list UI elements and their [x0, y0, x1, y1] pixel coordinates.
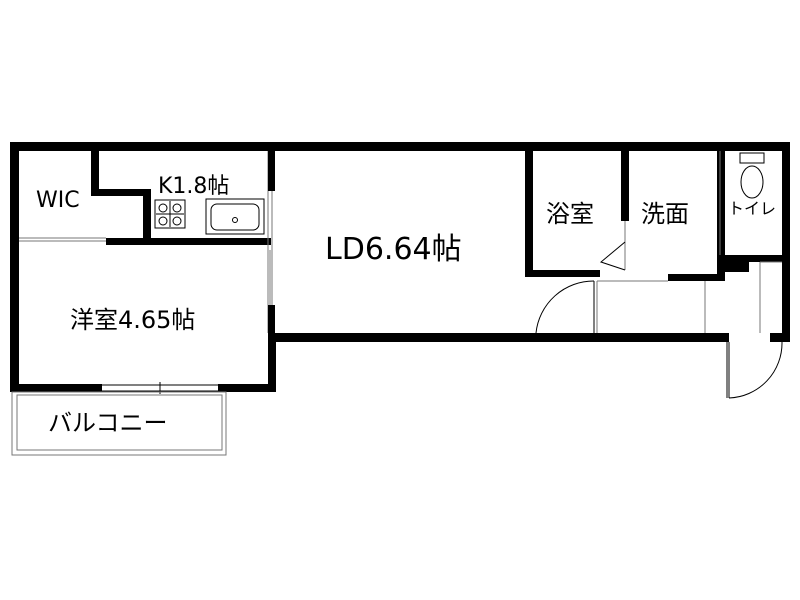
- room-label-kitchen: K1.8帖: [158, 174, 229, 199]
- wall-toilet-bottom: [725, 255, 782, 262]
- bath-door: [599, 241, 626, 271]
- room-label-bath: 浴室: [546, 200, 594, 228]
- interior-walls: [91, 151, 782, 281]
- sink-icon: [205, 198, 265, 235]
- exterior-walls: [10, 142, 790, 392]
- wall-bath-bottom: [525, 270, 600, 277]
- entrance-door: [728, 341, 783, 399]
- hall-door: [535, 280, 595, 334]
- wall-left: [10, 142, 19, 392]
- room-label-western: 洋室4.65帖: [70, 306, 195, 334]
- wall-bath-right: [621, 151, 629, 221]
- wall-right: [782, 142, 790, 342]
- wall-wash-bottom: [668, 274, 725, 281]
- wall-kitchen-left: [143, 189, 151, 245]
- wall-bottom-left: [10, 384, 102, 392]
- wall-step: [268, 333, 276, 392]
- room-label-ld: LD6.64帖: [325, 232, 462, 267]
- wall-toilet-inner: [725, 262, 749, 272]
- wall-wic-right: [91, 151, 99, 195]
- wall-bath-left: [525, 151, 533, 277]
- wall-bottom-right: [770, 333, 790, 342]
- wall-wic-step: [91, 189, 151, 196]
- doors: [535, 241, 783, 399]
- wall-bottom-long: [268, 333, 729, 342]
- wall-bottom-left-2: [218, 384, 276, 392]
- balcony-outline: [11, 391, 227, 456]
- wall-wash-right: [717, 151, 725, 281]
- stove-icon: [154, 199, 186, 229]
- wall-kitchen-bottom: [106, 238, 271, 245]
- wall-ld-stub-2: [268, 305, 275, 335]
- wall-top: [10, 142, 790, 151]
- wall-ld-stub: [268, 151, 275, 191]
- room-label-washroom: 洗面: [641, 200, 689, 228]
- room-label-balcony: バルコニー: [48, 409, 168, 437]
- room-label-wic: WIC: [36, 188, 80, 213]
- room-label-toilet: トイレ: [728, 199, 776, 218]
- toilet-icon: [739, 152, 765, 199]
- thin-lines: [11, 151, 782, 456]
